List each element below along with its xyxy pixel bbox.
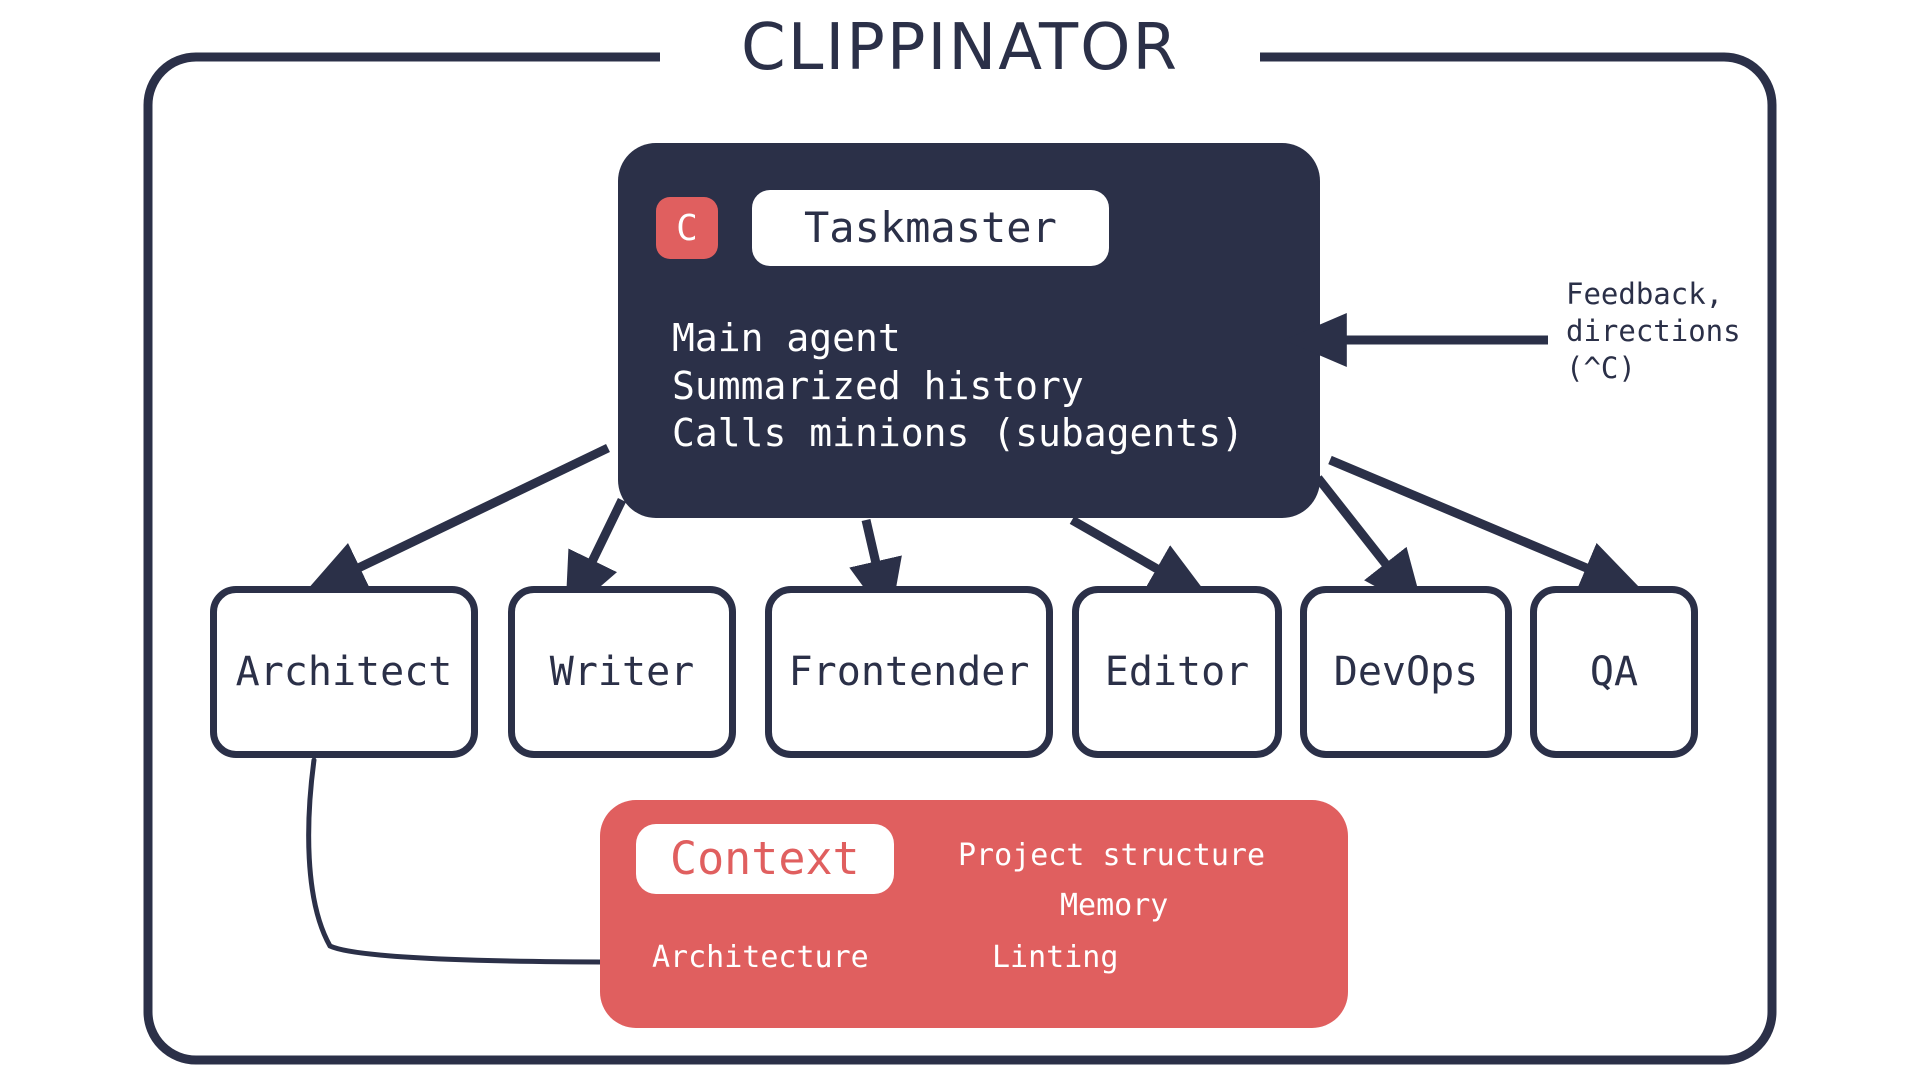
agent-label: Writer (549, 649, 695, 695)
agent-box-frontender[interactable]: Frontender (765, 586, 1053, 758)
arrow-architect-to-architecture (306, 757, 644, 977)
taskmaster-description: Main agent Summarized history Calls mini… (672, 315, 1244, 458)
agent-label: Frontender (788, 649, 1030, 695)
feedback-line-2: directions (1566, 314, 1741, 349)
taskmaster-line-1: Main agent (672, 316, 901, 360)
agent-box-qa[interactable]: QA (1530, 586, 1698, 758)
taskmaster-line-3: Calls minions (subagents) (672, 411, 1244, 455)
feedback-line-1: Feedback, (1566, 277, 1724, 311)
agent-label: Architect (235, 649, 453, 695)
agent-label: Editor (1104, 649, 1250, 695)
agent-box-editor[interactable]: Editor (1072, 586, 1282, 758)
arrow-taskmaster-to-architect (302, 443, 610, 595)
arrow-taskmaster-to-qa (1328, 455, 1645, 593)
agents-row: Architect Writer Frontender Editor DevOp… (0, 586, 1920, 758)
context-item-project-structure: Project structure (958, 838, 1266, 873)
taskmaster-line-2: Summarized history (672, 363, 1084, 408)
agent-box-devops[interactable]: DevOps (1300, 586, 1512, 758)
agent-label: QA (1589, 649, 1639, 695)
context-panel[interactable]: Context Project structure Memory Linting… (600, 800, 1348, 1028)
context-item-architecture: Architecture (652, 940, 869, 975)
agent-box-writer[interactable]: Writer (508, 586, 736, 758)
taskmaster-header: C Taskmaster (656, 190, 1109, 267)
agent-label: DevOps (1333, 649, 1479, 695)
taskmaster-card[interactable]: C Taskmaster Main agent Summarized histo… (618, 143, 1320, 518)
arrow-taskmaster-to-writer (565, 498, 627, 617)
arrow-taskmaster-to-editor (1069, 516, 1212, 601)
clippinator-badge-icon: C (656, 197, 718, 260)
feedback-line-3: (^C) (1566, 351, 1636, 386)
context-title: Context (636, 824, 894, 895)
taskmaster-title: Taskmaster (752, 190, 1109, 267)
page-title: CLIPPINATOR (660, 14, 1260, 82)
context-item-linting: Linting (992, 940, 1119, 975)
feedback-annotation: Feedback, directions (^C) (1566, 276, 1741, 387)
context-item-memory: Memory (1060, 888, 1169, 923)
arrow-taskmaster-to-devops (1314, 475, 1425, 614)
arrow-taskmaster-to-frontender (849, 518, 902, 623)
agent-box-architect[interactable]: Architect (210, 586, 478, 758)
